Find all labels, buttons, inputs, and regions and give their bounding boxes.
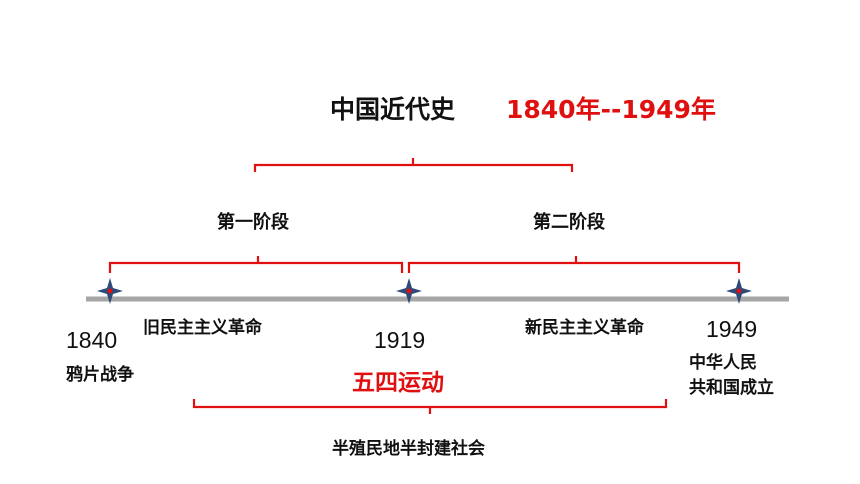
stage2-bracket <box>407 256 741 273</box>
period-range: 1840年--1949年 <box>506 95 716 124</box>
event-prc-founding-line2: 共和国成立 <box>689 378 774 398</box>
marker-1840 <box>97 278 123 304</box>
marker-1919 <box>396 278 422 304</box>
event-prc-founding-line1: 中华人民 <box>689 353 757 373</box>
old-democratic-revolution-label: 旧民主主义革命 <box>143 318 262 338</box>
stage-1-label: 第一阶段 <box>217 212 289 233</box>
marker-1949 <box>726 278 752 304</box>
society-bracket <box>192 399 668 414</box>
event-may-fourth-movement: 五四运动 <box>352 370 444 396</box>
society-label: 半殖民地半封建社会 <box>332 439 485 459</box>
stage-2-label: 第二阶段 <box>533 212 605 233</box>
year-1919: 1919 <box>374 327 426 353</box>
overall-bracket <box>253 158 574 172</box>
stage1-bracket <box>108 256 404 273</box>
year-1949: 1949 <box>706 316 758 342</box>
new-democratic-revolution-label: 新民主主义革命 <box>525 318 644 338</box>
year-1840: 1840 <box>66 327 118 353</box>
page-title: 中国近代史 <box>330 95 456 124</box>
event-opium-war: 鸦片战争 <box>66 365 134 385</box>
